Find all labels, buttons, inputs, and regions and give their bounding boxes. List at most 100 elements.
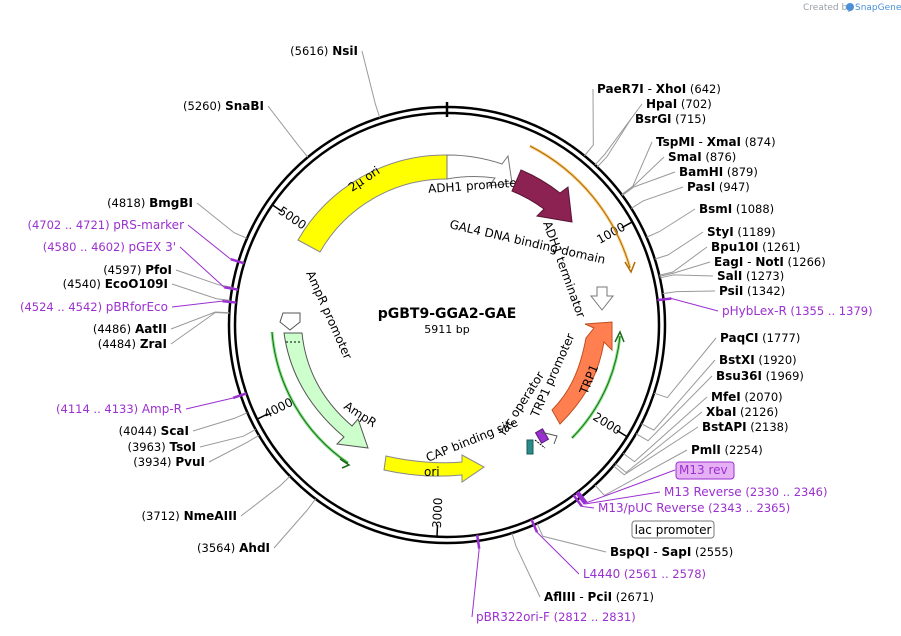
primer-phyblex-r: pHybLex-R (1355 .. 1379) bbox=[722, 304, 873, 318]
enzyme-psii: PsiI (1342) bbox=[719, 284, 785, 298]
primer-leader-amp-r bbox=[185, 397, 234, 410]
primer-range: (2561 .. 2578) bbox=[620, 567, 706, 581]
enzyme-pmli: PmlI (2254) bbox=[691, 443, 763, 457]
feature-green-arc-right-core bbox=[571, 335, 621, 439]
enzyme-position: (1261) bbox=[758, 240, 800, 254]
leader-xbai bbox=[614, 411, 703, 474]
leader-bmgbi bbox=[196, 202, 248, 239]
feature-ampr-promoter bbox=[279, 312, 301, 331]
primer-range: (2330 .. 2346) bbox=[742, 485, 828, 499]
enzyme-position: (2555) bbox=[691, 545, 733, 559]
leader-mfei bbox=[622, 396, 708, 463]
enzyme-position: (1189) bbox=[734, 225, 776, 239]
feature-lac-operator-box bbox=[534, 428, 550, 444]
green-arc-left-head bbox=[339, 458, 351, 469]
primer-pgex-3: (4580 .. 4602) pGEX 3' bbox=[43, 240, 176, 254]
enzyme-name: HpaI bbox=[646, 97, 677, 111]
leader-bsrgi bbox=[596, 118, 632, 168]
enzyme-sali: SalI (1273) bbox=[717, 269, 784, 283]
enzyme-name: PmlI bbox=[691, 443, 721, 457]
site-labels: PaeR7I - XhoI (642)HpaI (702)BsrGI (715)… bbox=[20, 44, 873, 624]
primer-m13-rev: M13 rev bbox=[679, 463, 728, 477]
primer-leader-pbrforeco bbox=[171, 300, 223, 308]
primer-site-pgex-3 bbox=[223, 286, 239, 291]
primer-pbr322ori-f: pBR322ori-F (2812 .. 2831) bbox=[476, 610, 636, 624]
enzyme-name: NsiI bbox=[332, 44, 358, 58]
credit-prefix: Created by bbox=[803, 3, 853, 13]
enzyme-name: PfoI bbox=[145, 263, 172, 277]
enzyme-smai: SmaI (876) bbox=[668, 150, 736, 164]
enzyme-nmeaiii: (3712) NmeAIII bbox=[142, 509, 237, 523]
enzyme-position: (4540) bbox=[63, 277, 101, 291]
primer-prs-marker: (4702 .. 4721) pRS-marker bbox=[27, 218, 184, 232]
label-adh1-promoter: ADH1 promoter bbox=[428, 175, 522, 195]
enzyme-name: AflIII bbox=[544, 590, 576, 604]
primer-site-m13-rev bbox=[576, 490, 588, 504]
enzyme-name: BstXI bbox=[719, 353, 755, 367]
leader-paer7i bbox=[584, 88, 594, 157]
orange-arc-head bbox=[624, 261, 636, 274]
enzyme-position: (3564) bbox=[197, 541, 235, 555]
primer-name: M13/pUC Reverse bbox=[598, 501, 705, 515]
enzyme-position: (3712) bbox=[142, 509, 180, 523]
primer-leader-pgex-3 bbox=[179, 246, 225, 288]
enzyme-eagi-noti: EagI - NotI (1266) bbox=[714, 255, 826, 269]
leader-styi bbox=[654, 231, 704, 260]
leader-ahdi bbox=[273, 498, 317, 549]
primer-name: pBR322ori-F bbox=[476, 610, 550, 624]
primer-site-m13-reverse bbox=[575, 492, 586, 505]
enzyme-afliii-pcii: AflIII - PciI (2671) bbox=[544, 590, 654, 604]
feature-ori bbox=[383, 454, 485, 483]
enzyme-position: (2254) bbox=[721, 443, 763, 457]
enzyme-position: (2671) bbox=[612, 590, 654, 604]
enzyme-mfei: MfeI (2070) bbox=[711, 390, 783, 404]
primer-m13-reverse: M13 Reverse (2330 .. 2346) bbox=[664, 485, 827, 499]
feature-ampr bbox=[283, 332, 369, 449]
enzyme-position: (1969) bbox=[762, 369, 804, 383]
enzyme-position: (702) bbox=[677, 97, 712, 111]
enzyme-name: AatII bbox=[135, 322, 167, 336]
primer-name: Amp-R bbox=[142, 402, 182, 416]
enzyme-name: MfeI bbox=[711, 390, 741, 404]
enzyme-name: PasI bbox=[687, 180, 715, 194]
enzyme-tspmi-xmai: TspMI - XmaI (874) bbox=[656, 135, 776, 149]
leader-paqci bbox=[653, 337, 717, 399]
enzyme-name: SmaI bbox=[668, 150, 702, 164]
enzyme-paqci: PaqCI (1777) bbox=[720, 331, 800, 345]
enzyme-position: (876) bbox=[702, 150, 737, 164]
label-ampr-promoter: AmpR promoter bbox=[303, 269, 355, 362]
enzyme-position: (3963) bbox=[127, 440, 165, 454]
primer-amp-r: (4114 .. 4133) Amp-R bbox=[56, 402, 182, 416]
primer-l4440: L4440 (2561 .. 2578) bbox=[583, 567, 706, 581]
enzyme-name: PvuI bbox=[175, 455, 205, 469]
enzyme-name: BmgBI bbox=[149, 196, 193, 210]
leader-pvui bbox=[208, 434, 260, 463]
enzyme-pfoi: (4597) PfoI bbox=[103, 263, 172, 277]
enzyme-position: (4044) bbox=[119, 424, 157, 438]
enzyme-bstxi: BstXI (1920) bbox=[719, 353, 797, 367]
enzyme-name: BstAPI bbox=[702, 420, 747, 434]
enzyme-name: SapI bbox=[662, 545, 692, 559]
primer-range: (2812 .. 2831) bbox=[550, 610, 636, 624]
primer-name: pRS-marker bbox=[113, 218, 184, 232]
enzyme-name: StyI bbox=[707, 225, 734, 239]
enzyme-name: BsmI bbox=[699, 202, 732, 216]
tick-5000 bbox=[271, 204, 283, 213]
leader-afliii bbox=[511, 532, 541, 598]
enzyme-position: (1920) bbox=[755, 353, 797, 367]
primer-leader-prs-marker bbox=[187, 224, 232, 260]
primer-pbrforeco: (4524 .. 4542) pBRforEco bbox=[20, 300, 168, 314]
primer-leader-m13-reverse bbox=[584, 491, 661, 505]
enzyme-nsii: (5616) NsiI bbox=[290, 44, 358, 58]
feature-gal4-dbd bbox=[511, 169, 573, 223]
leader-ecoo109i bbox=[171, 283, 231, 301]
primer-name: pGEX 3' bbox=[129, 240, 176, 254]
leader-bstxi bbox=[641, 359, 716, 431]
plasmid-name: pGBT9-GGA2-GAE bbox=[378, 306, 517, 322]
enzyme-bspqi-sapi: BspQI - SapI (2555) bbox=[610, 545, 733, 559]
primer-site-pbr322ori-f bbox=[475, 534, 481, 549]
enzyme-bamhi: BamHI (879) bbox=[679, 165, 758, 179]
lac-promoter-box bbox=[631, 520, 715, 539]
primer-site-pbrforeco bbox=[222, 299, 237, 304]
enzyme-bmgbi: (4818) BmgBI bbox=[107, 196, 193, 210]
